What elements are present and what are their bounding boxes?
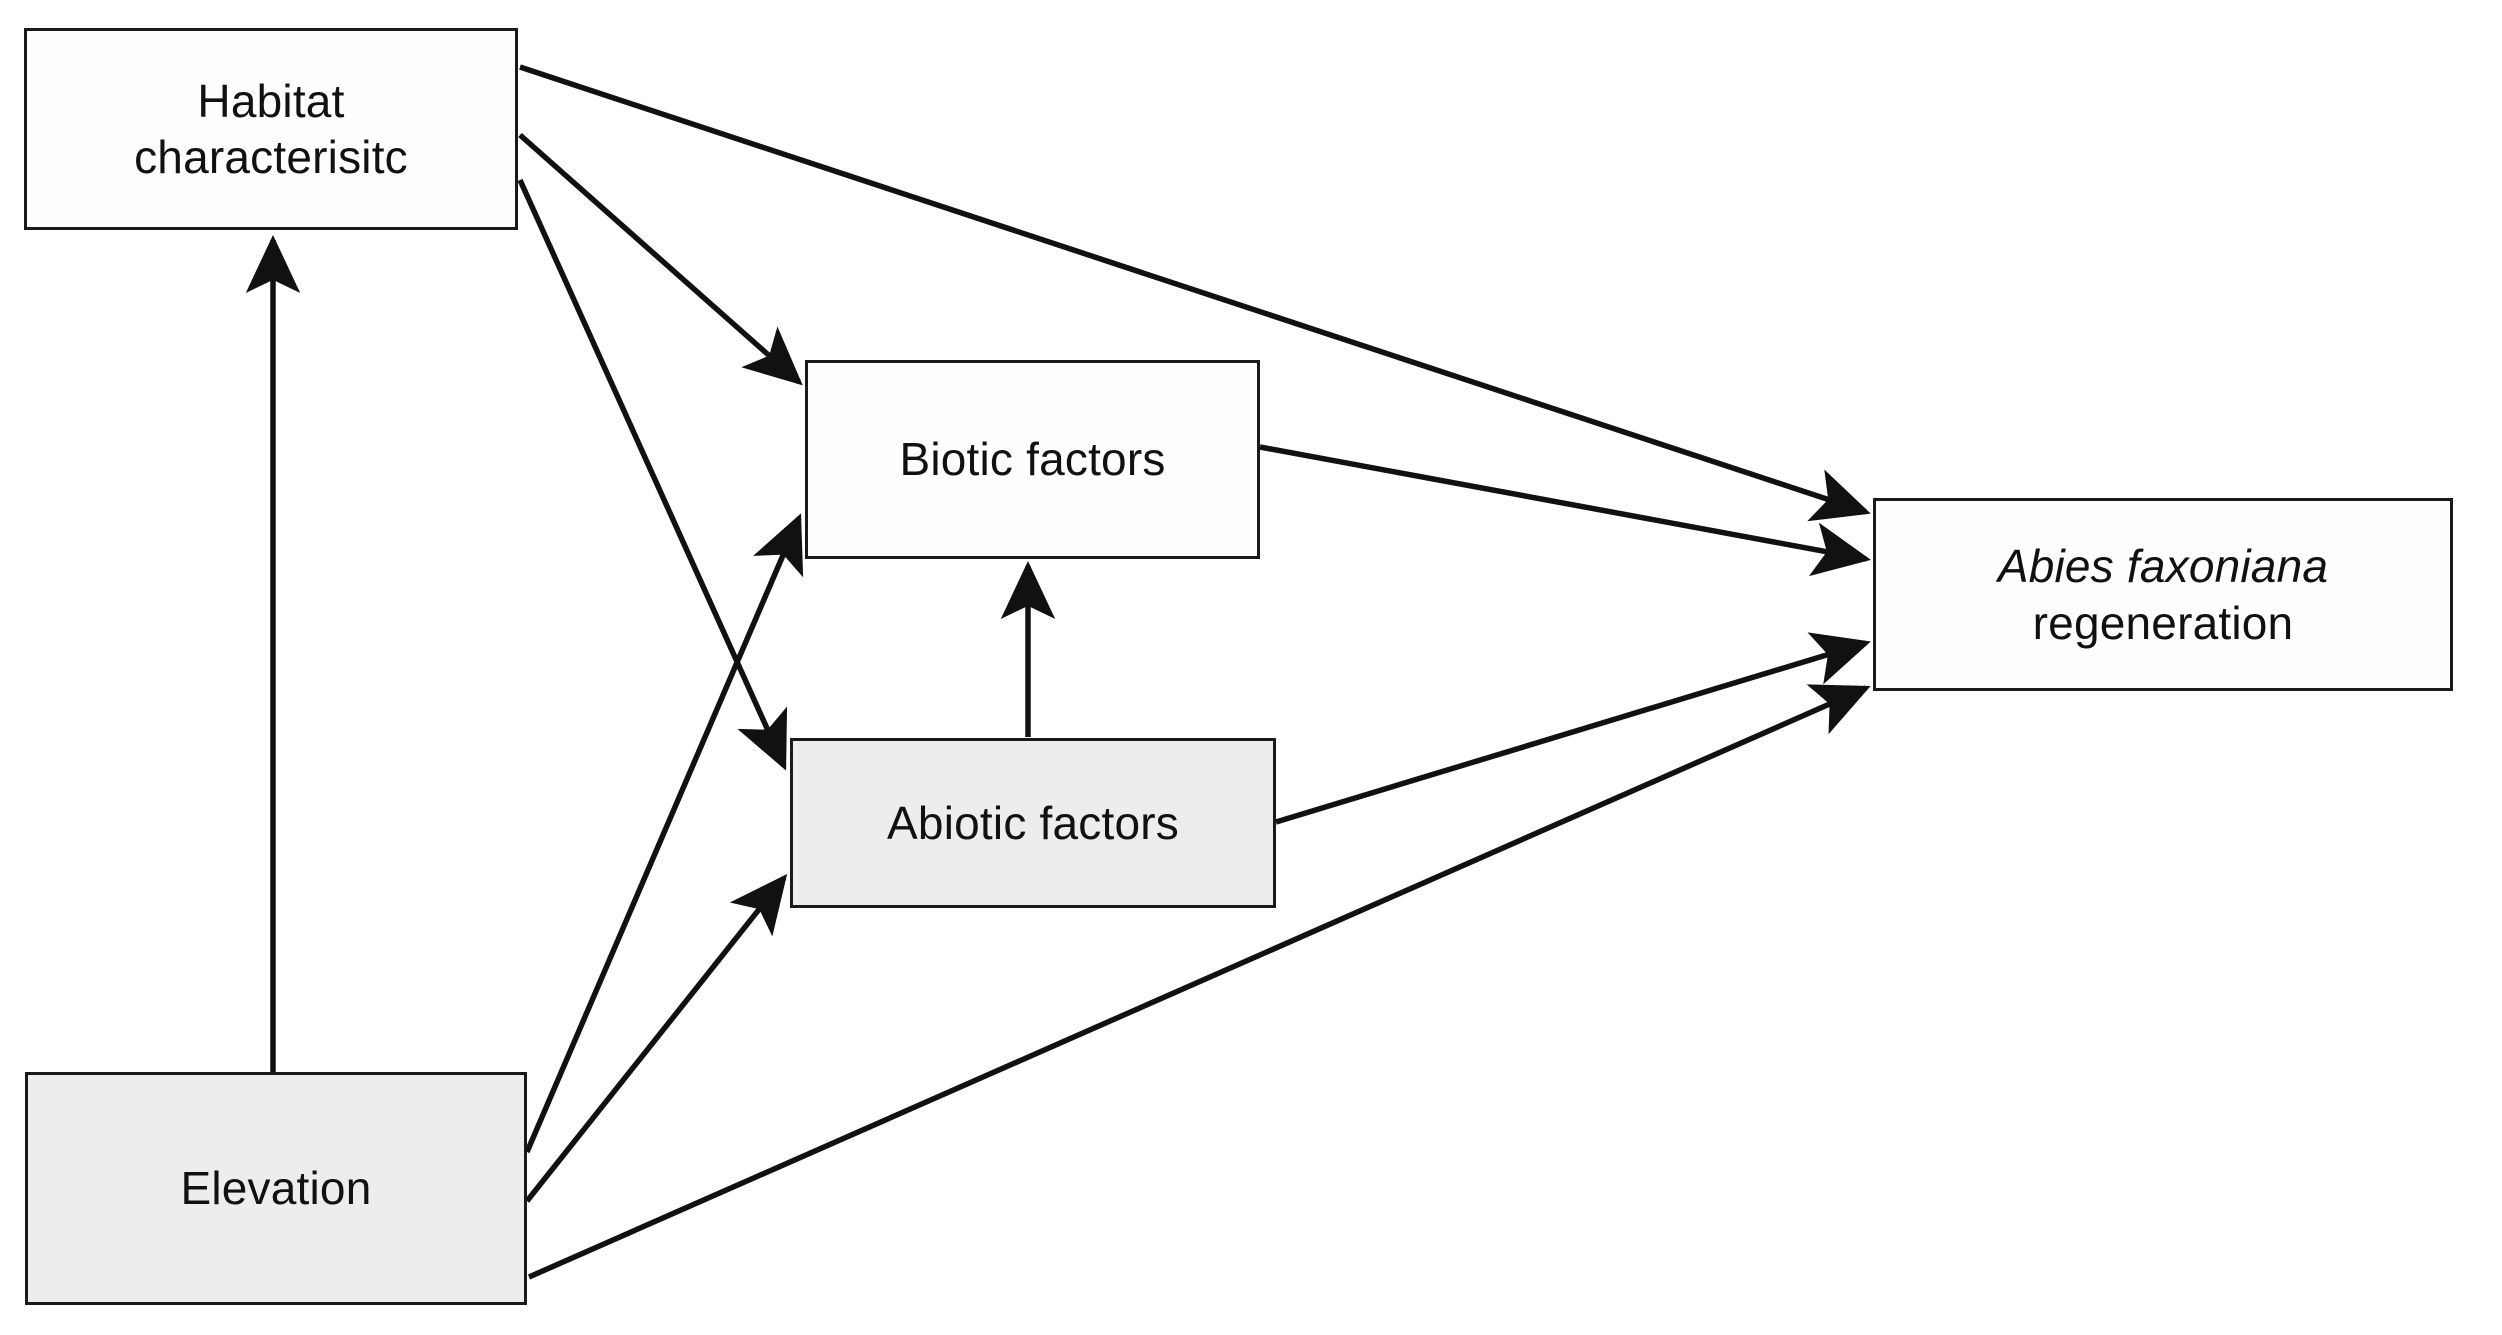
node-elevation-label: Elevation bbox=[180, 1162, 372, 1215]
node-abies-faxoniana-regeneration[interactable]: Abies faxoniana regeneration bbox=[1873, 498, 2453, 691]
node-abies-label: Abies faxoniana regeneration bbox=[1998, 538, 2328, 650]
edge-elevation-to-abiotic bbox=[524, 874, 788, 1203]
node-biotic-factors[interactable]: Biotic factors bbox=[805, 360, 1260, 559]
node-abies-label-line2: regeneration bbox=[2032, 596, 2294, 649]
edge-abiotic-to-abies bbox=[1275, 632, 1871, 825]
node-abiotic-factors[interactable]: Abiotic factors bbox=[790, 738, 1276, 908]
edge-elevation-to-biotic bbox=[524, 513, 804, 1154]
node-habitat-label: Habitat characterisitc bbox=[134, 73, 408, 185]
node-habitat-label-line1: Habitat bbox=[197, 74, 345, 127]
node-habitat-label-line2: characterisitc bbox=[134, 131, 408, 183]
edge-habitat-to-abiotic bbox=[517, 178, 788, 771]
node-biotic-label: Biotic factors bbox=[899, 433, 1166, 486]
node-habitat-characteristic[interactable]: Habitat characterisitc bbox=[24, 28, 518, 230]
edge-habitat-to-biotic bbox=[518, 132, 803, 386]
node-abies-label-species: Abies faxoniana bbox=[1997, 540, 2329, 593]
edge-biotic-to-abies bbox=[1259, 444, 1871, 577]
node-abiotic-label: Abiotic factors bbox=[887, 796, 1179, 849]
node-elevation[interactable]: Elevation bbox=[25, 1072, 527, 1305]
